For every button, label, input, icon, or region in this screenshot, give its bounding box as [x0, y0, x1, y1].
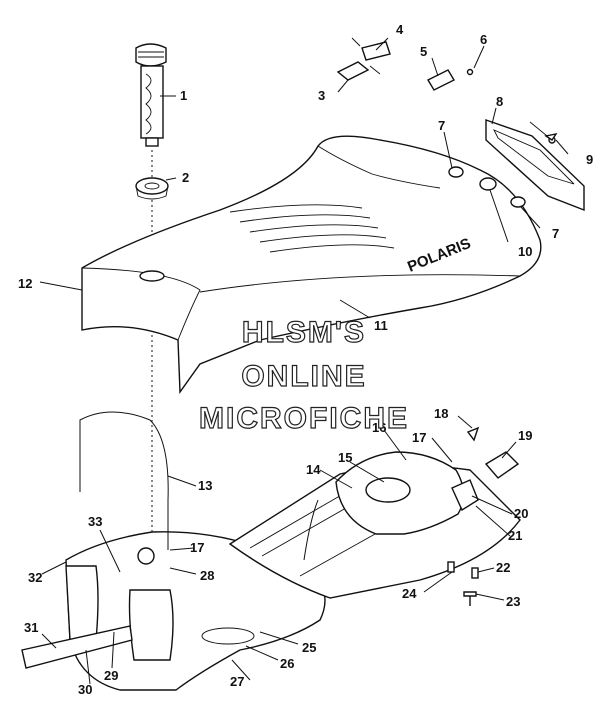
- callout-15: 15: [338, 450, 352, 465]
- callout-20: 20: [514, 506, 528, 521]
- callout-32: 32: [28, 570, 42, 585]
- callout-24: 24: [402, 586, 417, 601]
- grommet: [135, 177, 169, 200]
- watermark: HLSM'S ONLINE MICROFICHE: [198, 315, 409, 435]
- callout-1: 1: [180, 88, 187, 103]
- callout-6: 6: [480, 32, 487, 47]
- callout-21: 21: [508, 528, 522, 543]
- callout-10: 10: [518, 244, 532, 259]
- fuel-filler-neck: [135, 43, 167, 147]
- callout-25: 25: [302, 640, 316, 655]
- nut: [471, 567, 479, 579]
- callout-7a: 7: [438, 118, 445, 133]
- callout-5: 5: [420, 44, 427, 59]
- watermark-line-3: MICROFICHE: [199, 402, 409, 435]
- watermark-line-1: HLSM'S: [242, 316, 366, 349]
- vent-hose: [79, 411, 169, 550]
- clip: [451, 479, 479, 512]
- callout-23: 23: [506, 594, 520, 609]
- callouts: 1 2 3 4 5 6 7 8 9 7 10 11 12 13 14 15 16…: [18, 22, 593, 697]
- callout-19: 19: [518, 428, 532, 443]
- spacer: [447, 561, 455, 573]
- bolt: [463, 591, 477, 606]
- watermark-line-2: ONLINE: [241, 360, 366, 393]
- callout-28: 28: [200, 568, 214, 583]
- callout-30: 30: [78, 682, 92, 697]
- callout-7b: 7: [552, 226, 559, 241]
- callout-12: 12: [18, 276, 32, 291]
- callout-9: 9: [586, 152, 593, 167]
- bracket: [484, 451, 520, 479]
- callout-18: 18: [434, 406, 448, 421]
- callout-16: 16: [372, 420, 386, 435]
- callout-4: 4: [396, 22, 404, 37]
- fuel-line: [21, 625, 133, 669]
- seat-body: POLARIS: [81, 135, 542, 395]
- callout-3: 3: [318, 88, 325, 103]
- oil-tank: [335, 451, 465, 535]
- fuel-tank: [65, 531, 326, 691]
- callout-33: 33: [88, 514, 102, 529]
- callout-31: 31: [24, 620, 38, 635]
- callout-8: 8: [496, 94, 503, 109]
- callout-22: 22: [496, 560, 510, 575]
- callout-17a: 17: [412, 430, 426, 445]
- screw: [544, 132, 558, 141]
- bulbs: [448, 166, 526, 208]
- callout-17b: 17: [190, 540, 204, 555]
- push-rivet: [466, 426, 480, 442]
- callout-11: 11: [374, 318, 388, 333]
- callout-26: 26: [280, 656, 294, 671]
- callout-27: 27: [230, 674, 244, 689]
- leader-lines: [39, 37, 569, 685]
- callout-14: 14: [306, 462, 321, 477]
- callout-29: 29: [104, 668, 118, 683]
- callout-13: 13: [198, 478, 212, 493]
- decal-set: [336, 37, 474, 91]
- oil-hose: [303, 499, 319, 561]
- callout-2: 2: [182, 170, 189, 185]
